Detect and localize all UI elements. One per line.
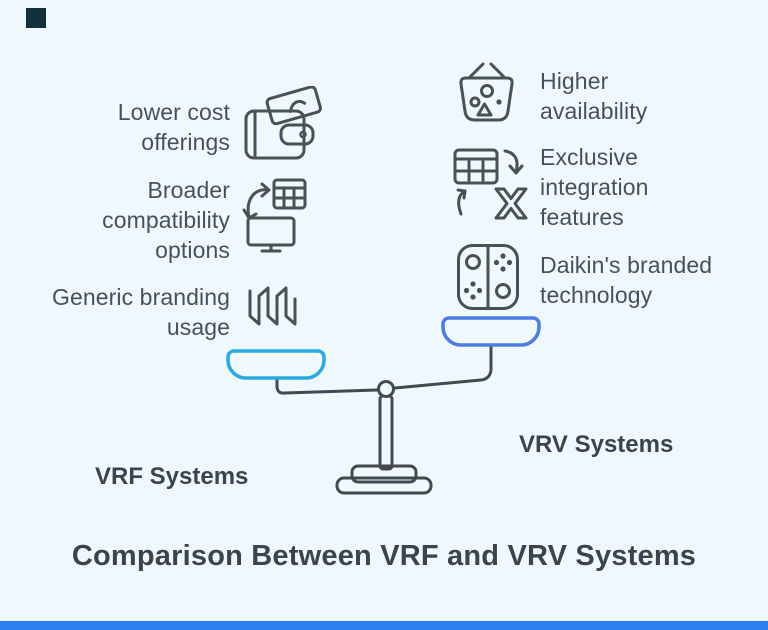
page-title: Comparison Between VRF and VRV Systems: [71, 540, 697, 572]
left-scale-pan: [226, 349, 326, 380]
scale-base-lower: [335, 476, 433, 495]
scale-pivot: [377, 380, 395, 398]
bottom-accent-bar: [0, 621, 768, 630]
left-side-label: VRF Systems: [95, 463, 249, 490]
corner-accent-square: [26, 8, 46, 28]
table-convert-icon: [452, 146, 528, 220]
game-controller-icon: [456, 243, 520, 311]
right-item-3-label: Daikin's branded technology: [540, 252, 713, 308]
scale-right-arm: [393, 343, 493, 390]
left-item-2-label: Broader compatibility options: [102, 177, 230, 263]
scale-post: [378, 394, 394, 471]
abstract-brand-icon: [245, 286, 309, 330]
basket-shapes-icon: [454, 59, 520, 125]
right-item-2-label: Exclusive integration features: [540, 144, 649, 230]
left-item-3-label: Generic branding usage: [51, 284, 230, 340]
right-item-1-label: Higher availability: [540, 68, 648, 124]
left-item-1-label: Lower cost offerings: [117, 99, 230, 155]
balance-scale: [200, 300, 560, 505]
scale-base-upper: [350, 464, 418, 484]
scale-left-arm: [275, 376, 379, 395]
right-scale-pan: [441, 316, 541, 347]
display-sync-icon: [238, 176, 308, 254]
right-side-label: VRV Systems: [519, 431, 674, 458]
wallet-money-icon: [243, 86, 323, 162]
